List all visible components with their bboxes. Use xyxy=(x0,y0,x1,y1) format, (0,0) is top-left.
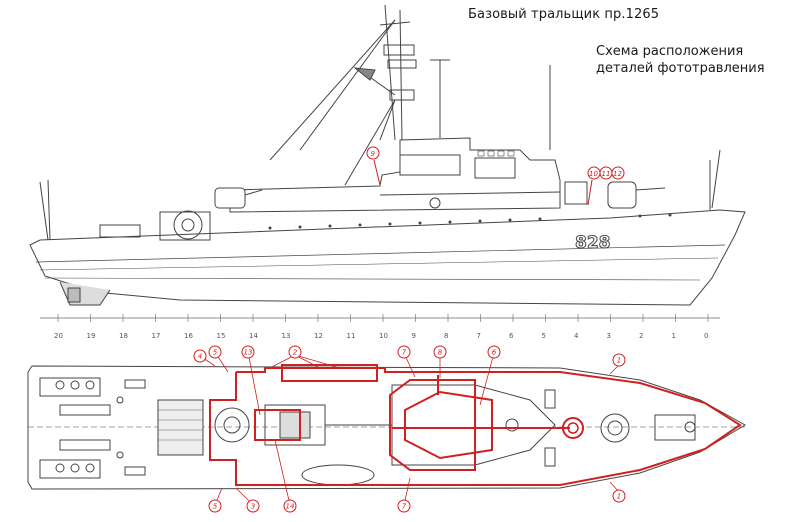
callout-3: 3 xyxy=(251,503,255,511)
fore-gun-mount xyxy=(607,181,637,209)
frame-number: 17 xyxy=(152,332,161,340)
callout-1: 1 xyxy=(617,493,621,501)
frame-number: 4 xyxy=(574,332,579,340)
callout-2: 2 xyxy=(293,349,298,357)
callout-5: 5 xyxy=(213,503,218,511)
callout-5: 5 xyxy=(213,349,218,357)
callout-11: 11 xyxy=(602,170,611,178)
subtitle-line-2: деталей фототравления xyxy=(596,61,765,76)
outline-3-aft-rail xyxy=(209,372,392,486)
drawing-subtitle: Схема расположения деталей фототравления xyxy=(596,43,765,77)
callout-circle xyxy=(283,499,297,513)
frame-number: 8 xyxy=(444,332,448,340)
frame-number: 6 xyxy=(509,332,514,340)
frame-number: 0 xyxy=(704,332,708,340)
callout-circle xyxy=(193,349,207,363)
photoetch-outlines xyxy=(209,364,742,486)
callout-8: 8 xyxy=(438,349,443,357)
frame-number: 20 xyxy=(54,332,63,340)
top-callouts: 1 1 2 3 4 5 5 6 7 7 8 13 14 xyxy=(193,345,626,513)
callout-circle xyxy=(241,345,255,359)
callout-circle xyxy=(433,345,447,359)
outline-1-railing xyxy=(392,371,742,486)
outline-6-bridge xyxy=(404,390,493,460)
frame-number: 7 xyxy=(477,332,481,340)
side-callouts: 9 10 11 12 xyxy=(366,146,625,180)
callout-7: 7 xyxy=(402,503,407,511)
callout-4: 4 xyxy=(198,353,202,361)
callout-circle xyxy=(246,499,260,513)
subtitle-line-1: Схема расположения xyxy=(596,44,744,59)
frame-number: 16 xyxy=(184,332,193,340)
callout-circle xyxy=(612,489,626,503)
aft-gun-mount xyxy=(214,187,246,209)
frame-number: 14 xyxy=(249,332,258,340)
callout-9: 9 xyxy=(371,150,376,158)
frame-number: 2 xyxy=(639,332,643,340)
frame-number: 13 xyxy=(282,332,291,340)
outline-2-aft-deck xyxy=(236,367,392,373)
callout-1: 1 xyxy=(617,357,621,365)
portholes xyxy=(268,213,672,230)
callout-13: 13 xyxy=(244,349,253,357)
side-view: 828 xyxy=(29,4,746,306)
frame-number: 3 xyxy=(607,332,611,340)
top-view xyxy=(27,365,746,490)
mast xyxy=(269,4,417,186)
frame-number: 12 xyxy=(314,332,323,340)
callout-circle xyxy=(208,499,222,513)
callout-circle xyxy=(397,345,411,359)
frame-number: 9 xyxy=(412,332,416,340)
callout-circle xyxy=(397,499,411,513)
callout-circle xyxy=(288,345,302,359)
frame-number: 11 xyxy=(347,332,356,340)
drawing-title: Базовый тральщик пр.1265 xyxy=(468,7,660,22)
frame-number: 1 xyxy=(672,332,676,340)
hull-outline xyxy=(29,209,746,306)
callout-circle xyxy=(612,353,626,367)
callout-12: 12 xyxy=(613,170,622,178)
callout-10: 10 xyxy=(589,170,598,178)
callout-7: 7 xyxy=(402,349,407,357)
callout-14: 14 xyxy=(286,503,295,511)
callout-circle xyxy=(487,345,501,359)
frame-number: 15 xyxy=(217,332,226,340)
callout-circle xyxy=(208,345,222,359)
frame-number: 19 xyxy=(87,332,96,340)
frame-number: 5 xyxy=(542,332,546,340)
deck-outline xyxy=(27,365,746,490)
hull-number: 828 xyxy=(575,233,611,253)
outline-7-bridge xyxy=(389,379,476,471)
frame-number: 18 xyxy=(119,332,128,340)
frame-number: 10 xyxy=(379,332,388,340)
callout-6: 6 xyxy=(492,349,497,357)
